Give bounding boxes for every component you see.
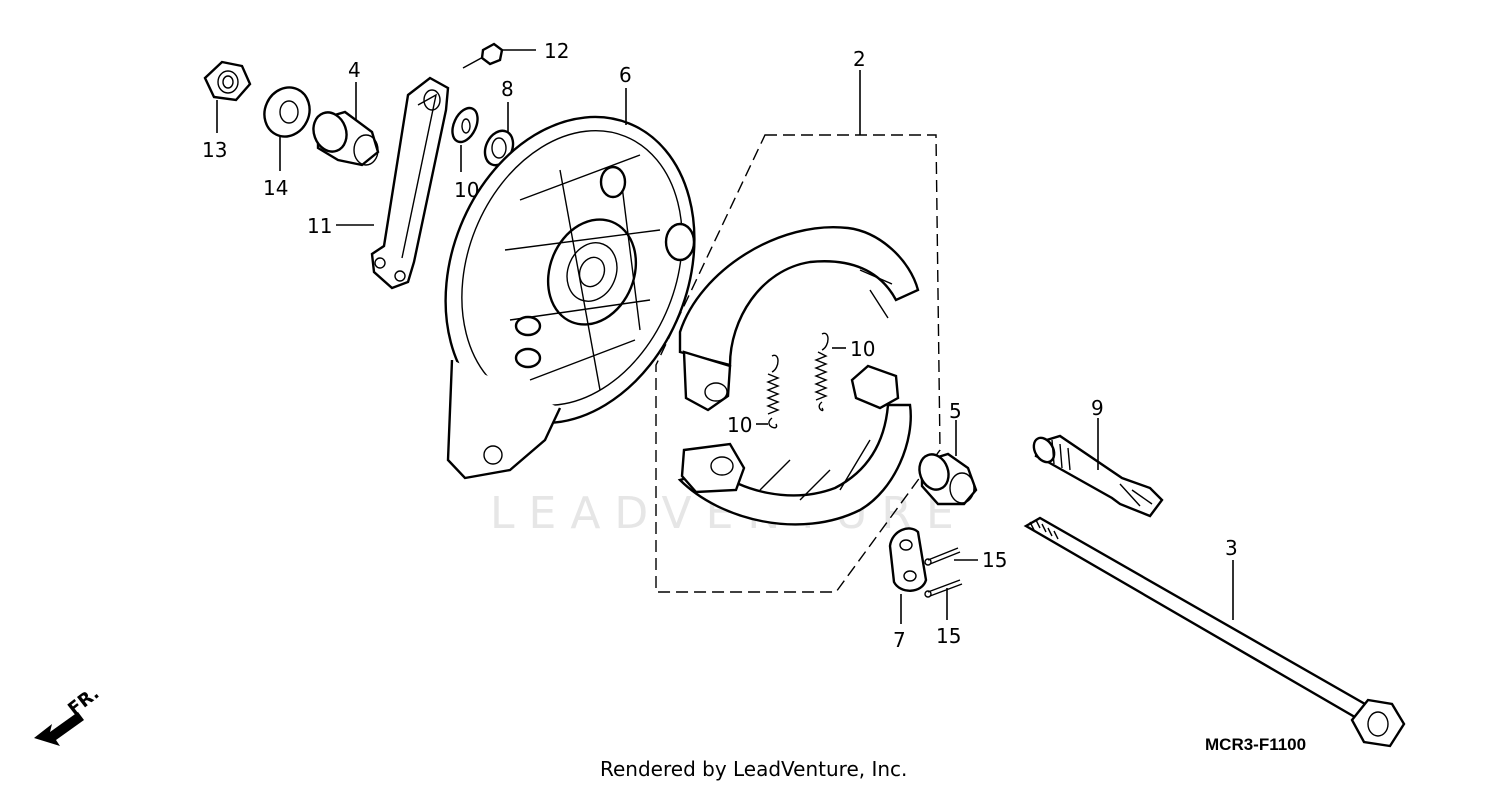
part-9-washer[interactable]	[447, 104, 482, 146]
part-10-spring-lower[interactable]	[766, 354, 780, 429]
callout-5: 6	[619, 63, 632, 87]
callout-12: 12	[544, 39, 569, 63]
part-4-collar[interactable]	[915, 450, 978, 506]
part-6-plate[interactable]	[888, 527, 928, 592]
callout-11: 11	[307, 214, 332, 238]
part-13-nut[interactable]	[203, 60, 252, 102]
callout-7: 8	[501, 77, 514, 101]
callout-10-upper: 10	[850, 337, 875, 361]
part-8-brake-cam[interactable]	[1030, 434, 1164, 518]
callout-2: 3	[1225, 536, 1238, 560]
callout-13: 13	[202, 138, 227, 162]
part-15-cotter-pin-b[interactable]	[924, 579, 963, 598]
part-12-bolt[interactable]	[462, 42, 504, 69]
part-1-brake-shoe-set-outline	[655, 134, 941, 593]
part-5-brake-panel[interactable]	[401, 79, 738, 480]
callout-10-lower: 10	[727, 413, 752, 437]
part-2-axle[interactable]	[1023, 516, 1406, 748]
callout-14: 14	[263, 176, 288, 200]
callout-15-a: 15	[982, 548, 1007, 572]
footer-credit: Rendered by LeadVenture, Inc.	[600, 757, 907, 781]
diagram-code: MCR3-F1100	[1205, 735, 1306, 754]
front-direction-arrow-icon	[34, 712, 84, 746]
callout-3: 4	[348, 58, 361, 82]
part-11-brake-arm[interactable]	[370, 76, 450, 290]
part-brake-shoe-upper[interactable]	[678, 225, 920, 412]
callout-15-b: 15	[936, 624, 961, 648]
part-brake-shoe-lower[interactable]	[677, 364, 912, 526]
part-15-cotter-pin-a[interactable]	[924, 547, 961, 566]
front-direction-label: FR.	[64, 683, 103, 720]
callout-1: 2	[853, 47, 866, 71]
callout-4: 5	[949, 399, 962, 423]
part-3-collar[interactable]	[308, 108, 380, 167]
callout-8: 9	[1091, 396, 1104, 420]
callout-6: 7	[893, 628, 906, 652]
part-10-spring-upper[interactable]	[814, 332, 829, 412]
part-14-washer[interactable]	[256, 80, 317, 144]
